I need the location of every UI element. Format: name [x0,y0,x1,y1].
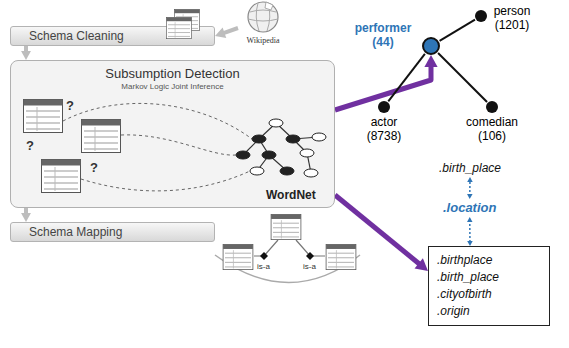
node-text: Schema Cleaning [11,27,214,44]
connector-line [440,20,475,41]
relation-label: is-a [257,262,270,271]
node-text: Markov Logic Joint Inference [11,82,334,92]
arrowhead [424,55,437,67]
node-text: actor (8738) [359,115,409,143]
connector [21,46,31,60]
node-text: .origin [437,303,541,320]
relation-label: is-a [303,262,316,271]
connector-line [438,53,487,102]
node-text: .cityofbirth [437,286,541,303]
question-mark: ? [26,138,34,153]
tree-node: comedian (106) [486,101,498,113]
tree-node: performer (44) [422,37,440,55]
isa-diamond [306,252,314,260]
connector-line [335,195,422,266]
process-panel: Subsumption DetectionMarkov Logic Joint … [10,60,335,208]
table-icon [223,244,253,269]
arrowhead [21,213,31,222]
connector [388,54,425,102]
connector [467,217,473,246]
attribute-list: .birthplace.birth_place.cityofbirth.orig… [428,246,550,326]
node-text: .birth_place [437,269,541,286]
arrowhead [415,258,428,271]
arrowhead [467,217,472,222]
arrowhead [21,51,31,60]
connector [467,177,473,199]
arrowhead [467,177,472,182]
wikipedia-globe [238,0,288,36]
node-text: .birthplace [437,252,541,269]
node-text: Wikipedia [238,36,288,45]
process-band: Schema Mapping [10,222,215,242]
process-band: Schema Cleaning [10,26,215,46]
graph-name: WordNet [266,188,316,202]
tree-node: person (1201) [475,10,487,22]
attribute-text: .birth_place [436,160,504,177]
source-logo: Wikipedia [238,0,288,56]
node-text: comedian (106) [461,115,523,143]
tree-node: actor (8738) [378,101,390,113]
node-text: performer (44) [350,21,416,49]
table-icon [271,214,301,239]
connector [335,195,428,271]
arrowhead [467,194,472,199]
connector [21,208,31,222]
node-text: Schema Mapping [11,223,214,240]
node-text: person (1201) [489,4,535,32]
table-icon [163,9,203,43]
connector [438,53,487,102]
arrowhead [215,28,226,38]
connector-line [388,54,425,102]
question-mark: ? [66,98,74,113]
connector [215,28,238,38]
connector [440,20,475,41]
node-text: .location [443,200,496,216]
table-icon [326,244,356,269]
isa-diamond [260,252,268,260]
connector-line [469,220,471,243]
question-mark: ? [90,160,98,175]
attribute-text: .location [440,199,499,217]
connector-line [469,180,471,196]
node-text: .birth_place [439,161,501,176]
node-text: Subsumption Detection [11,61,334,82]
